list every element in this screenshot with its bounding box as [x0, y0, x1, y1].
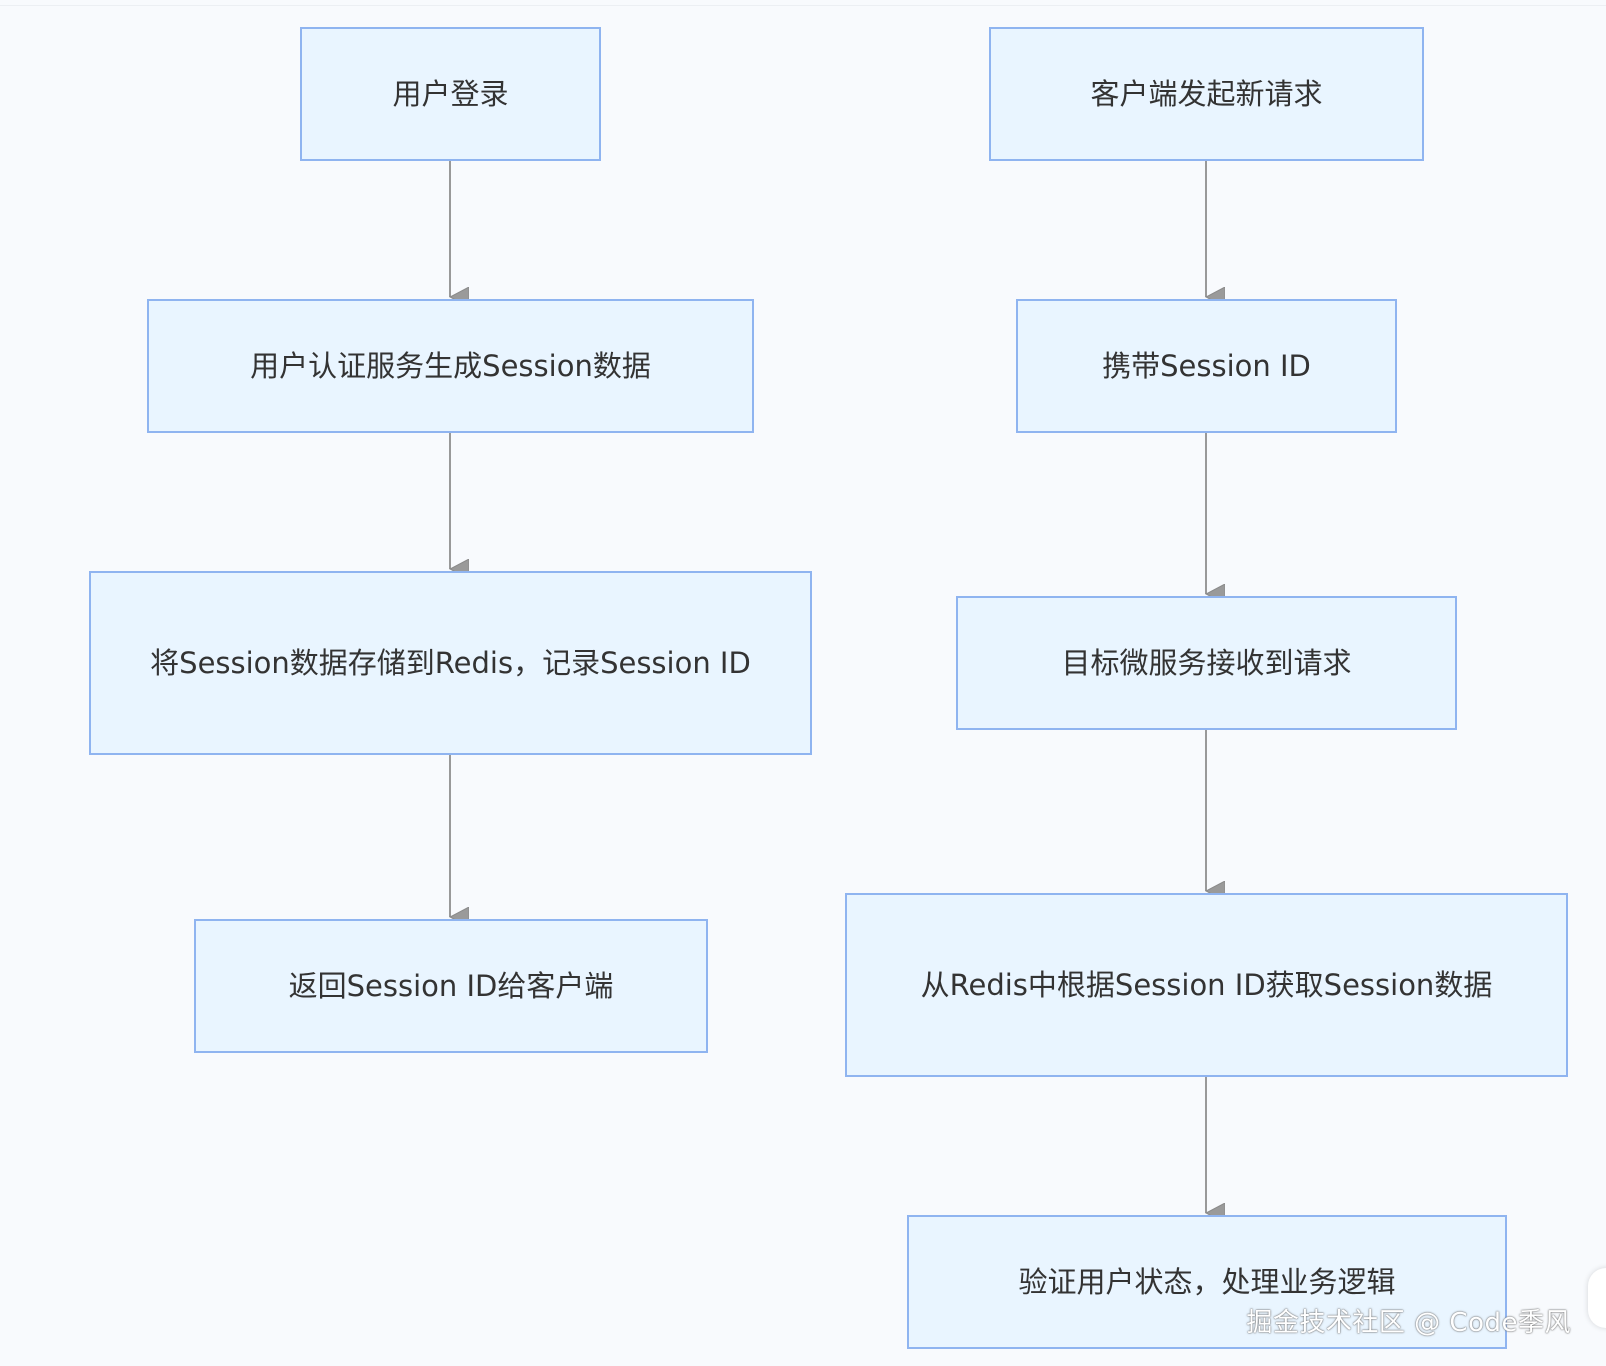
node-carry-session-id-label: 携带Session ID [1102, 348, 1311, 383]
node-return-session-id-label: 返回Session ID给客户端 [288, 968, 614, 1003]
node-user-login: 用户登录 [300, 27, 601, 161]
node-verify-user-state: 验证用户状态，处理业务逻辑 [907, 1215, 1507, 1349]
node-client-new-request: 客户端发起新请求 [989, 27, 1424, 161]
side-scroll-tab[interactable] [1588, 1268, 1606, 1328]
node-user-login-label: 用户登录 [392, 76, 509, 111]
top-divider [0, 5, 1606, 6]
node-return-session-id: 返回Session ID给客户端 [194, 919, 708, 1053]
node-store-session-redis-label: 将Session数据存储到Redis，记录Session ID [150, 645, 751, 680]
node-fetch-session-from-redis-label: 从Redis中根据Session ID获取Session数据 [920, 967, 1493, 1002]
node-store-session-redis: 将Session数据存储到Redis，记录Session ID [89, 571, 812, 755]
node-auth-generate-session: 用户认证服务生成Session数据 [147, 299, 754, 433]
node-fetch-session-from-redis: 从Redis中根据Session ID获取Session数据 [845, 893, 1568, 1077]
node-carry-session-id: 携带Session ID [1016, 299, 1397, 433]
node-verify-user-state-label: 验证用户状态，处理业务逻辑 [1018, 1264, 1396, 1299]
watermark: 掘金技术社区 @ Code季风 [1246, 1308, 1571, 1338]
node-auth-generate-session-label: 用户认证服务生成Session数据 [250, 348, 651, 383]
node-service-receives-request-label: 目标微服务接收到请求 [1061, 645, 1352, 680]
node-service-receives-request: 目标微服务接收到请求 [956, 596, 1457, 730]
node-client-new-request-label: 客户端发起新请求 [1090, 76, 1323, 111]
